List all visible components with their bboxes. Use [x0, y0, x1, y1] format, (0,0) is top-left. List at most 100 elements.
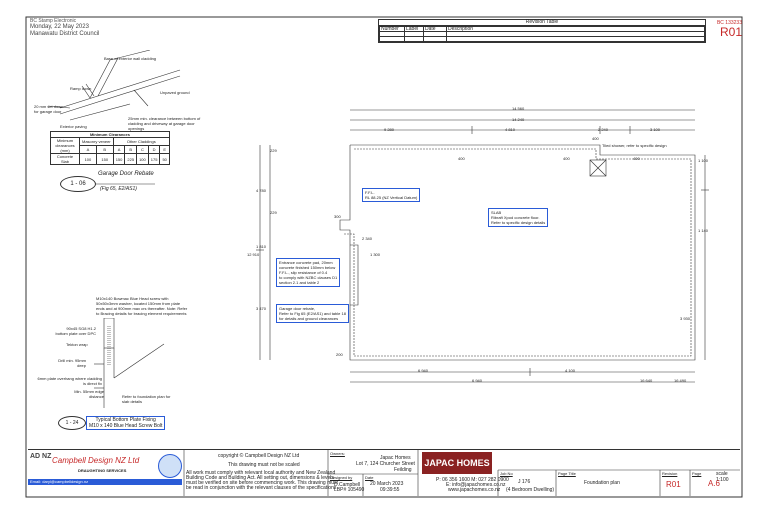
dim-bottom-3: 6 940	[472, 378, 483, 383]
clearance-value: 50	[159, 153, 170, 165]
dim-top-5: 2 240	[598, 127, 609, 132]
dim-top-3: 9 280	[384, 127, 395, 132]
page-label: Page	[692, 471, 702, 476]
label-setdown: 20 mm set down for garage door	[34, 104, 64, 114]
clearance-sub: C	[136, 145, 149, 154]
dim-small-1: 2 340	[362, 236, 373, 241]
clearance-sub: D	[147, 145, 161, 154]
designer-lbp: LBP# 105490	[334, 487, 365, 493]
label-unpaved-ground: Unpaved ground	[160, 90, 190, 95]
japac-logo: JAPAC HOMES	[422, 452, 492, 474]
minimum-clearances-table: Minimum Clearances Minimum clearances (m…	[50, 131, 170, 165]
clearance-sub: B	[124, 145, 138, 154]
dim-bottom-2: 4 100	[565, 368, 576, 373]
garage-line: Refer to Fig 65 (E2/AS1) and table 18	[279, 311, 346, 316]
dim-small-3: 300	[334, 214, 341, 219]
ffl-note: F.F.L. RL 88.25 (NZ Vertical Datum)	[362, 188, 421, 202]
garage-line: for details and ground clearances	[279, 316, 339, 321]
clearance-row-label: Concrete Slab	[50, 153, 80, 165]
dim-bottom-5: 16 490	[674, 378, 687, 383]
entrance-note: Entrance concrete pad, 20mm concrete fin…	[276, 258, 341, 287]
terms-4: be read in conjunction with the relevant…	[186, 485, 337, 491]
dim-top-4: 4 810	[505, 127, 516, 132]
revision-value: R01	[666, 480, 681, 489]
dim-top-6: 3 100	[650, 127, 661, 132]
detail2-caption: Typical Bottom Plate Fixing M10 x 140 Bl…	[86, 416, 166, 430]
job-description: (4 Bedroom Dwelling)	[506, 487, 555, 493]
terms-2: Building Code and Building Act. All sett…	[186, 475, 334, 481]
clearance-value: 150	[112, 153, 126, 165]
dim-right-3: 3 930	[680, 316, 691, 321]
revision-table: Revision Table Number Label Date Descrip…	[378, 19, 706, 43]
dim-bottom-4: 16 640	[640, 378, 653, 383]
clearance-head-min: Minimum clearances (mm)	[50, 137, 80, 154]
dim-left-4: 229	[270, 210, 277, 215]
clearance-value: 150	[95, 153, 114, 165]
clearance-value: 175	[147, 153, 161, 165]
dim-right-1: 1 100	[698, 158, 709, 163]
consent-number: BC 133233	[716, 20, 742, 26]
adnz-logo: AD NZ	[30, 453, 52, 460]
owner-address1: Lot 7, 124 Churcher Street	[356, 461, 415, 467]
label-ramp-down: Ramp down	[70, 86, 92, 91]
dim-left-3: 229	[270, 148, 277, 153]
revision-label: Revision	[662, 471, 678, 476]
dim-small-8: 200	[336, 352, 343, 357]
clearance-sub: A	[79, 145, 97, 154]
label-base-cladding: Base of exterior wall cladding	[104, 56, 157, 61]
designer-name: D.Campbell	[334, 482, 361, 488]
entrance-line: to comply with NZBC clauses D1	[279, 275, 338, 280]
dim-left-6: 3 470	[256, 306, 267, 311]
owner-name: Japac Homes	[380, 455, 411, 461]
label-screw-note: M10x140 Bowmac Blue Head screw with 50x5…	[96, 296, 188, 316]
contact-web: www.japachomes.co.nz	[448, 487, 501, 493]
dim-right-2: 1 140	[698, 228, 709, 233]
title-block-grid	[183, 450, 740, 496]
job-no-label: Job No	[500, 471, 513, 476]
revision-table-title: Revision Table	[379, 20, 705, 26]
contact-phone: P: 06 356 1600 M: 027 282 0900	[436, 477, 509, 483]
slab-line2: Ribraft Xpod concrete floor.	[491, 215, 540, 220]
clearance-sub: B	[95, 145, 114, 154]
dim-small-6: 400	[633, 156, 640, 161]
owners-label: Owners:	[330, 451, 345, 456]
dim-left-5: 1 810	[256, 244, 267, 249]
label-bottom-plate: 90x45 SG8 H1.2 bottom plate over DPC	[55, 326, 96, 336]
clearance-value: 100	[79, 153, 97, 165]
detail1-title: Garage Door Rebate	[98, 171, 154, 177]
slab-line1: SLAB	[491, 210, 502, 215]
clearance-value: 225	[124, 153, 138, 165]
label-plate-overhang: 6mm plate overhang where cladding is dir…	[37, 376, 102, 386]
job-no: J 176	[518, 479, 531, 485]
detail2-caption1: Typical Bottom Plate Fixing	[95, 417, 156, 423]
council-stamp: BC Stamp Electronic Monday, 22 May 2023 …	[30, 18, 99, 38]
dim-bottom-1: 6 940	[418, 368, 429, 373]
consent-revision: R01	[719, 25, 742, 39]
seal-icon	[158, 454, 182, 478]
slab-note: SLAB Ribraft Xpod concrete floor. Refer …	[488, 208, 549, 227]
entrance-line: F.F.L., slip resistance of 0.4	[279, 270, 328, 275]
label-drill-depth: Drill min. 95mm deep	[58, 358, 86, 368]
date-label: Date	[365, 475, 374, 480]
dim-left-1: 4 780	[256, 188, 267, 193]
consent-block: BC 133233 R01	[717, 20, 742, 39]
label-refer-foundation: Refer to foundation plan for slab detail…	[122, 394, 171, 404]
entrance-line: Entrance concrete pad, 20mm	[279, 260, 333, 265]
stamp-line1: BC Stamp Electronic	[30, 18, 77, 24]
foundation-plan	[256, 109, 709, 383]
garage-rebate-sketch	[47, 50, 181, 121]
clearance-head-other: Other Claddings	[112, 137, 170, 146]
company-logo: Campbell Design NZ Ltd	[52, 456, 140, 465]
designed-label: Designed by	[330, 475, 353, 480]
garage-line: Garage door rebate,	[279, 306, 316, 311]
dim-left-2: 12 910	[247, 252, 260, 257]
dim-top-1: 14 560	[512, 106, 525, 111]
detail-ref-1-06: 1 - 06	[60, 176, 96, 192]
scale: scale 1:100	[716, 471, 729, 483]
not-scaled: This drawing must not be scaled	[228, 462, 300, 468]
garage-note: Garage door rebate, Refer to Fig 65 (E2/…	[276, 304, 349, 323]
terms-3: must be verified on site before commenci…	[186, 480, 338, 486]
detail1-subtitle: (Fig 65, E2/AS1)	[100, 186, 137, 192]
